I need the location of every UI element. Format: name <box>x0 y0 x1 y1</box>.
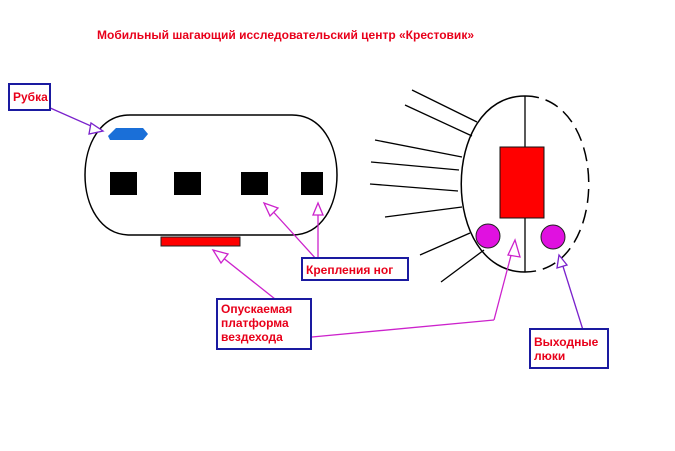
vehicle-platform <box>160 236 241 247</box>
exit-hatch-right <box>540 224 566 250</box>
label-platform-line1: Опускаемая <box>221 302 293 316</box>
label-platform-line3: вездехода <box>221 330 283 344</box>
label-platform: Опускаемая платформа вездехода <box>216 298 312 350</box>
arrow-hatches <box>556 253 584 331</box>
leg-mount-1 <box>110 172 137 195</box>
label-hatches-line2: люки <box>534 349 566 363</box>
label-hatches-line1: Выходные <box>534 335 599 349</box>
exit-hatch-left <box>475 223 501 249</box>
front-view-legs <box>369 89 485 283</box>
leg-mount-2 <box>174 172 201 195</box>
arrows-platform <box>211 238 521 338</box>
label-leg-mounts: Крепления ног <box>301 257 409 281</box>
front-view-body-dashed <box>524 95 590 273</box>
label-leg-mounts-text: Крепления ног <box>306 263 394 277</box>
arrow-cabin <box>47 106 105 135</box>
cabin-shape <box>108 128 148 140</box>
leg-mount-3 <box>241 172 268 195</box>
leg-mount-4 <box>301 172 323 195</box>
front-view-body-solid <box>460 95 526 273</box>
label-cabin-text: Рубка <box>13 90 48 104</box>
label-hatches: Выходные люки <box>529 328 609 369</box>
arrows-leg-mounts <box>262 201 324 261</box>
label-cabin: Рубка <box>8 83 51 111</box>
label-platform-line2: платформа <box>221 316 289 330</box>
front-view-platform <box>499 146 545 219</box>
side-view-body <box>84 114 338 236</box>
diagram-title: Мобильный шагающий исследовательский цен… <box>97 28 474 42</box>
